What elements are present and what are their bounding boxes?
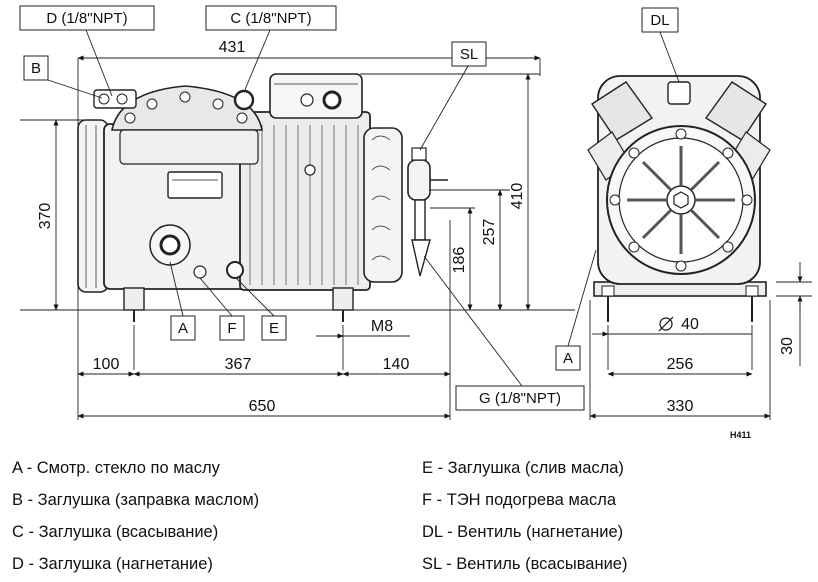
dim-40: 40 (681, 316, 699, 333)
dim-370: 370 (37, 203, 54, 230)
legend-item: A - Смотр. стекло по маслу (12, 459, 220, 477)
legend-left-column: A - Смотр. стекло по маслу B - Заглушка … (12, 452, 412, 580)
legend-item: F - ТЭН подогрева масла (422, 491, 617, 509)
dim-m8: M8 (371, 318, 393, 335)
svg-text:A: A (563, 350, 573, 367)
dim-100: 100 (93, 356, 120, 373)
callout-E: E (261, 315, 287, 341)
dim-256: 256 (667, 356, 694, 373)
dim-410: 410 (509, 183, 526, 210)
legend-item: B - Заглушка (заправка маслом) (12, 491, 260, 509)
compressor-technical-drawing: D (1/8"NPT) C (1/8"NPT) B SL DL A F E G … (19, 5, 812, 440)
dim-186: 186 (451, 247, 468, 274)
svg-text:DL: DL (650, 12, 669, 29)
legend-item: DL - Вентиль (нагнетание) (422, 523, 624, 541)
drawing-code: H411 (730, 430, 751, 440)
legend-item: SL - Вентиль (всасывание) (422, 555, 628, 573)
diameter-icon (658, 316, 674, 332)
legend-item: C - Заглушка (всасывание) (12, 523, 219, 541)
dim-367: 367 (225, 356, 252, 373)
dim-650: 650 (249, 398, 276, 415)
dim-30: 30 (779, 337, 796, 355)
callout-F: F (219, 315, 245, 341)
callout-C: C (1/8"NPT) (205, 5, 337, 31)
svg-text:F: F (227, 320, 236, 337)
legend-item: D - Заглушка (нагнетание) (12, 555, 213, 573)
callout-A-front: A (170, 315, 196, 341)
callout-B: B (23, 55, 49, 81)
dim-330: 330 (667, 398, 694, 415)
dim-257: 257 (481, 219, 498, 246)
callout-DL: DL (641, 7, 679, 33)
legend-right-column: E - Заглушка (слив масла) F - ТЭН подогр… (422, 452, 818, 580)
svg-text:SL: SL (460, 46, 478, 63)
svg-text:B: B (31, 60, 41, 77)
svg-text:A: A (178, 320, 188, 337)
callout-SL: SL (451, 41, 487, 67)
dim-431: 431 (219, 39, 246, 56)
callout-D: D (1/8"NPT) (19, 5, 155, 31)
callout-leaders (47, 29, 680, 387)
front-view (77, 73, 448, 322)
dimension-lines (20, 55, 812, 420)
svg-text:G (1/8"NPT): G (1/8"NPT) (479, 390, 561, 407)
legend-item: E - Заглушка (слив масла) (422, 459, 624, 477)
svg-text:C (1/8"NPT): C (1/8"NPT) (230, 10, 311, 27)
side-view (587, 75, 771, 322)
callout-A-side: A (555, 345, 581, 371)
svg-text:D (1/8"NPT): D (1/8"NPT) (46, 10, 127, 27)
svg-text:E: E (269, 320, 279, 337)
callout-G: G (1/8"NPT) (455, 385, 585, 411)
dim-140: 140 (383, 356, 410, 373)
